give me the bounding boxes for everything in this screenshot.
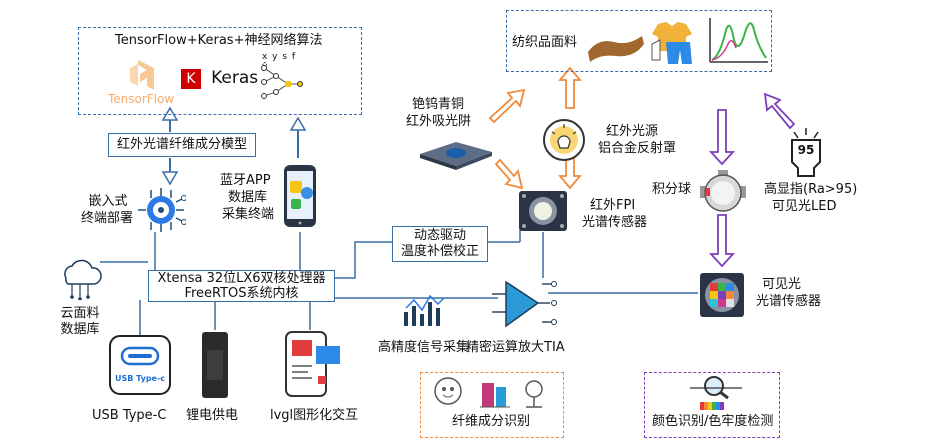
amplifier-label: 精密运算放大TIA <box>466 340 565 355</box>
keras-logo-text: Keras <box>211 68 259 88</box>
processor-line2: FreeRTOS系统内核 <box>184 286 299 301</box>
cloud-label-line1: 云面料 <box>60 306 100 321</box>
color-panel <box>644 372 780 438</box>
sphere-label: 积分球 <box>652 182 692 197</box>
dynamic-drive-line1: 动态驱动 <box>413 228 466 243</box>
dynamic-drive-line2: 温度补偿校正 <box>400 244 479 259</box>
ir-source-label-line1: 红外光源 <box>606 124 659 139</box>
keras-logo-letter: K <box>181 69 201 89</box>
ml-panel <box>78 27 362 115</box>
app-label-line1: 蓝牙APP <box>220 173 271 188</box>
keras-logo: K Keras <box>181 68 258 89</box>
fpi-label-line1: 红外FPI <box>590 198 636 213</box>
textile-panel <box>506 10 772 72</box>
embedded-label-line2: 终端部署 <box>80 211 133 226</box>
led-label-line2: 可见光LED <box>772 199 837 214</box>
neural-network-icon: x y s f ŷ <box>258 52 304 108</box>
lvgl-label: lvgl图形化交互 <box>270 408 359 423</box>
visible-sensor-label-line2: 光谱传感器 <box>756 294 822 309</box>
led-label-line1: 高显指(Ra>95) <box>764 182 858 197</box>
usb-icon-text: USB Type-c <box>114 374 166 383</box>
led-icon-text: 95 <box>797 143 815 157</box>
dynamic-drive-box: 动态驱动 温度补偿校正 <box>392 226 488 262</box>
textile-panel-label: 纺织品面料 <box>512 35 578 50</box>
fpi-label-line2: 光谱传感器 <box>582 215 648 230</box>
signal-label: 高精度信号采集 <box>378 340 470 355</box>
app-label-line3: 采集终端 <box>222 207 275 222</box>
absorber-label-line2: 红外吸光阱 <box>406 114 472 129</box>
ml-panel-title: TensorFlow+Keras+神经网络算法 <box>115 33 323 48</box>
processor-box: Xtensa 32位LX6双核处理器 FreeRTOS系统内核 <box>148 270 335 302</box>
usb-label: USB Type-C <box>92 408 167 423</box>
ir-source-label-line2: 铝合金反射罩 <box>598 141 677 156</box>
fiber-panel <box>420 372 564 438</box>
color-panel-label: 颜色识别/色牢度检测 <box>652 414 774 429</box>
usb-icon: USB Type-c <box>108 334 172 396</box>
processor-line1: Xtensa 32位LX6双核处理器 <box>157 271 326 286</box>
visible-sensor-label-line1: 可见光 <box>762 277 802 292</box>
app-label-line2: 数据库 <box>228 190 268 205</box>
embedded-label-line1: 嵌入式 <box>88 194 128 209</box>
absorber-label-line1: 铯钨青铜 <box>412 97 465 112</box>
fiber-model-box: 红外光谱纤维成分模型 <box>108 133 256 157</box>
tensorflow-logo-text: TensorFlow <box>108 92 175 106</box>
fiber-panel-label: 纤维成分识别 <box>452 414 531 429</box>
battery-label: 锂电供电 <box>186 408 239 423</box>
cloud-label-line2: 数据库 <box>60 322 100 337</box>
tensorflow-logo: TensorFlow <box>108 56 174 106</box>
